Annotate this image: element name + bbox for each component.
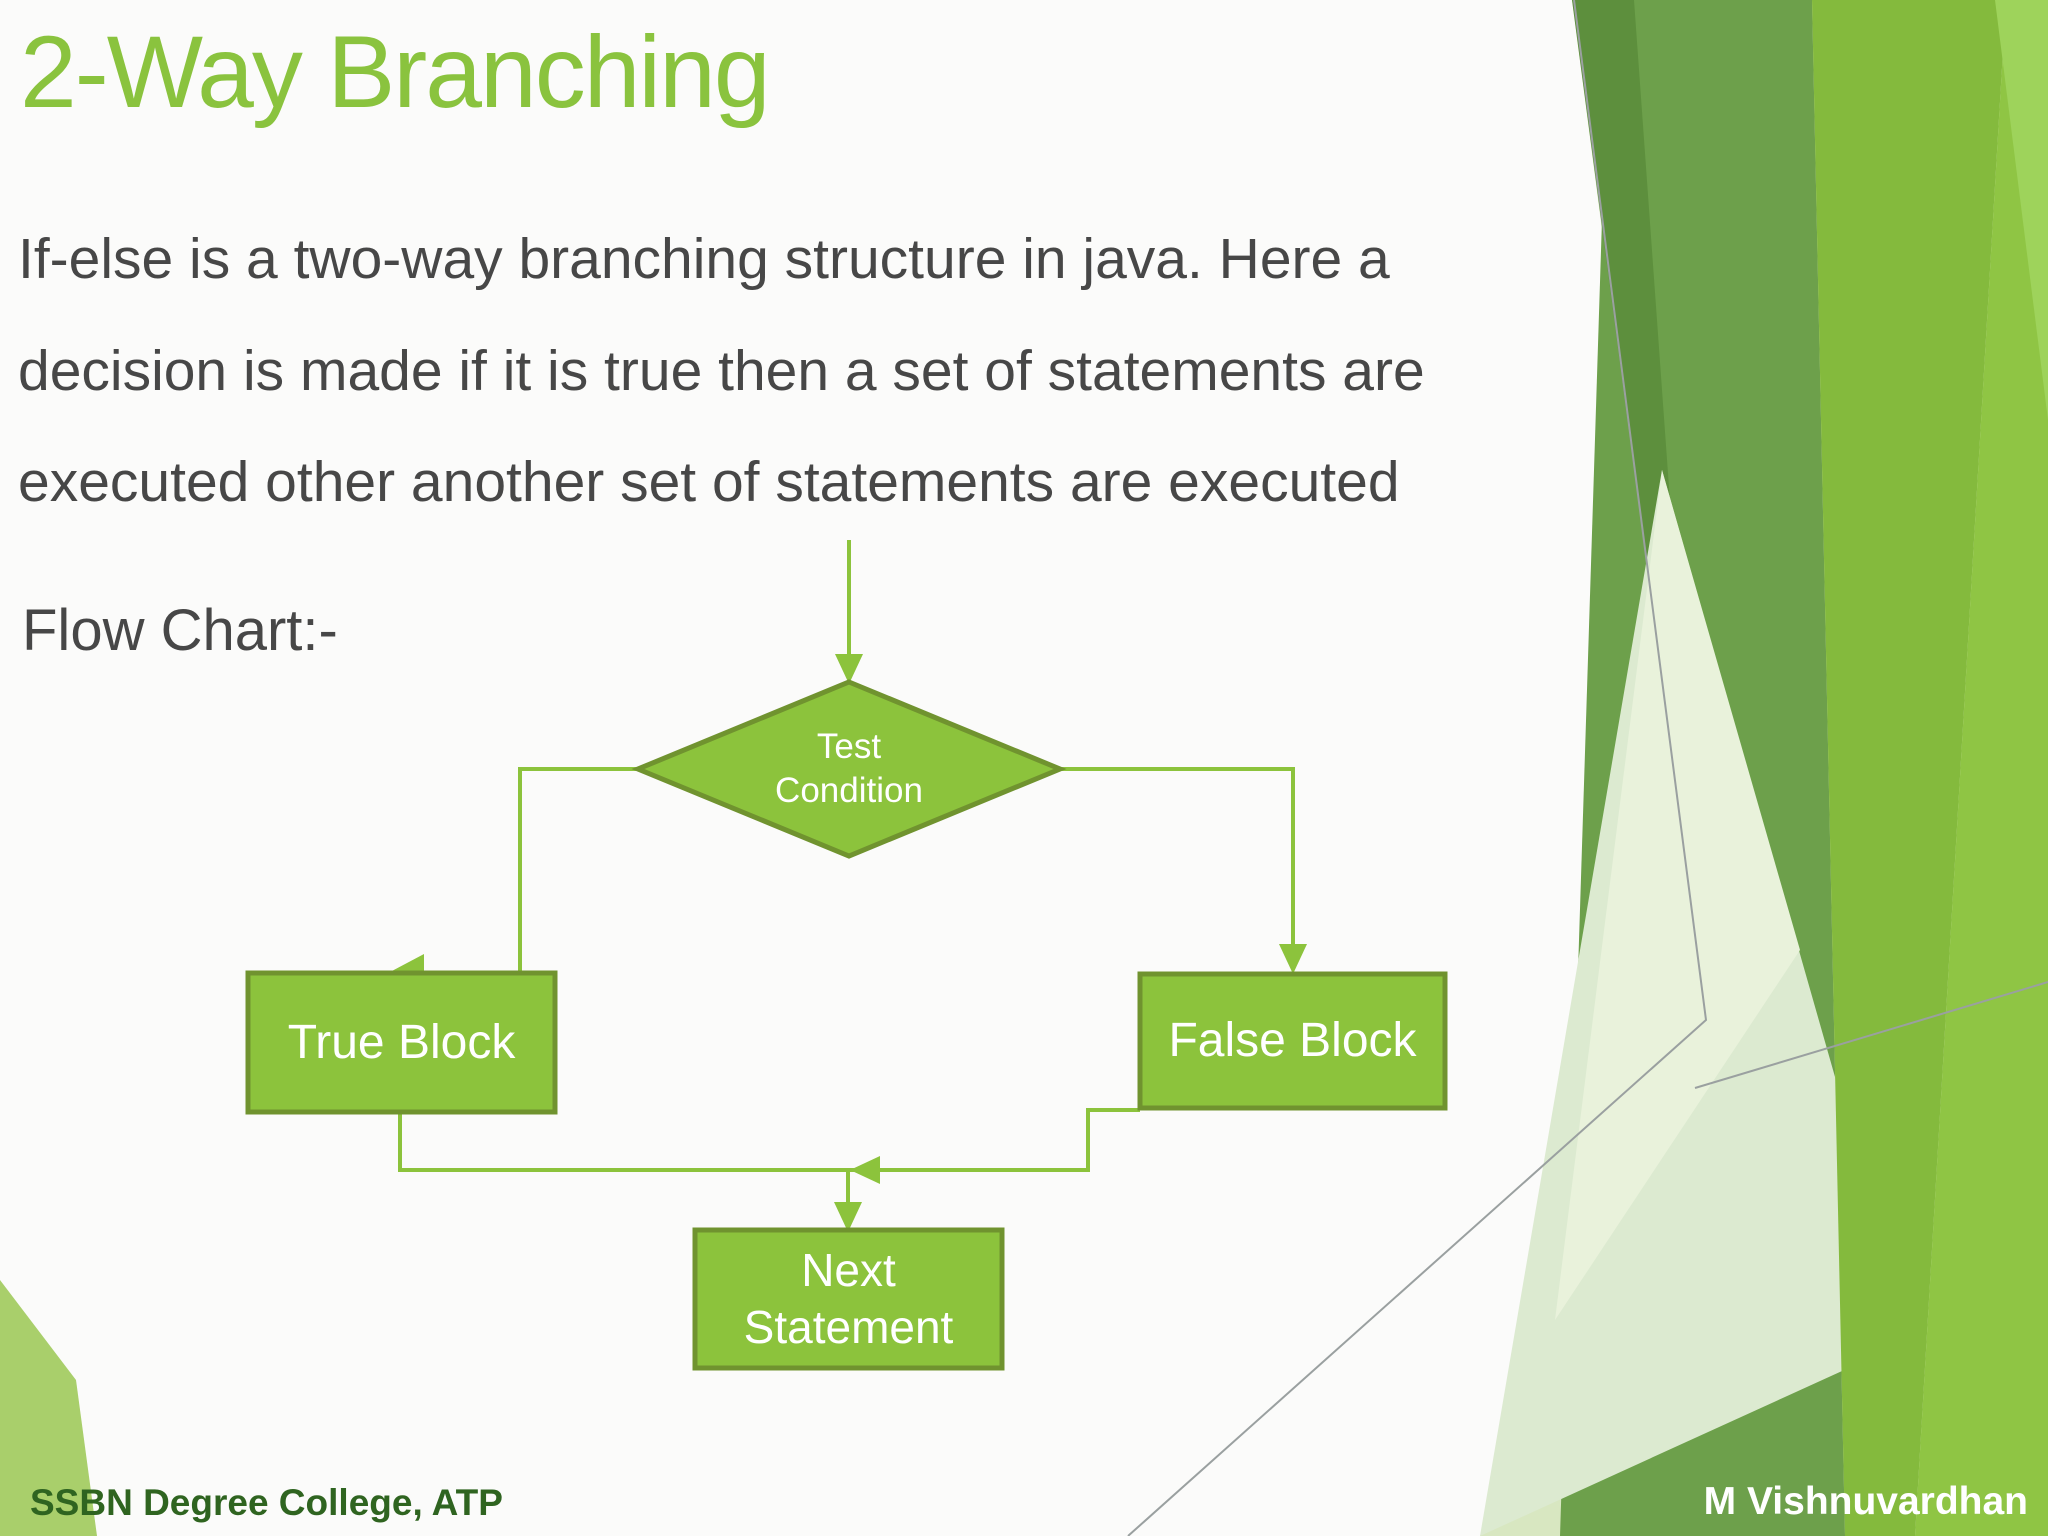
decor-facet-line-short: [1694, 981, 2048, 1089]
body-text-line-3: executed other another set of statements…: [18, 450, 1400, 514]
next-statement-label: Next Statement: [695, 1230, 1002, 1368]
arrowhead-down-into-test-icon: [835, 654, 863, 684]
flowchart-connectors: [398, 540, 1295, 1206]
true-block-label: True Block: [287, 1015, 516, 1069]
slide-title: 2-Way Branching: [20, 15, 771, 129]
decor-very-pale-triangle: [1555, 470, 1800, 1320]
false-block-box: [1137, 971, 1448, 1111]
decor-facet-line-long: [1127, 0, 1708, 1536]
decor-light-corner-triangle: [1995, 0, 2048, 420]
connector-test-to-true: [518, 767, 638, 971]
test-condition-label-line2: Condition: [775, 771, 923, 810]
next-statement-box: [692, 1227, 1005, 1371]
test-condition-label-line1: Test: [816, 727, 882, 767]
flowchart-shapes: [245, 679, 1448, 1371]
decor-mid-bright-wedge: [1812, 0, 2006, 1536]
arrowhead-down-into-next-icon: [834, 1202, 862, 1232]
arrowhead-left-on-true-block-icon: [390, 954, 424, 972]
next-statement-label-line2: Statement: [743, 1301, 954, 1353]
footer-right-text: M Vishnuvardhan: [1703, 1480, 2028, 1523]
arrowhead-left-at-junction-icon: [850, 1156, 880, 1184]
connector-blocks-to-junction: [398, 1108, 1140, 1172]
true-block-box: [245, 970, 558, 1115]
false-block-label: False Block: [1168, 1014, 1417, 1067]
next-statement-label-line1: Next: [801, 1243, 896, 1296]
diamond-test-condition: [631, 679, 1067, 859]
decor-bright-right-band: [1915, 0, 2048, 1536]
flowchart-arrowheads: [390, 654, 1307, 1232]
test-condition-label: Test Condition: [638, 702, 1060, 836]
flow-chart-label: Flow Chart:-: [22, 598, 338, 663]
connector-test-to-false: [1060, 767, 1295, 948]
footer-left-text: SSBN Degree College, ATP: [30, 1482, 503, 1523]
body-text-line-1: If-else is a two-way branching structure…: [18, 227, 1390, 291]
decor-bottom-left-wedge: [0, 1280, 97, 1536]
body-text-line-2: decision is made if it is true then a se…: [18, 339, 1425, 403]
arrowhead-down-into-false-icon: [1279, 944, 1307, 974]
